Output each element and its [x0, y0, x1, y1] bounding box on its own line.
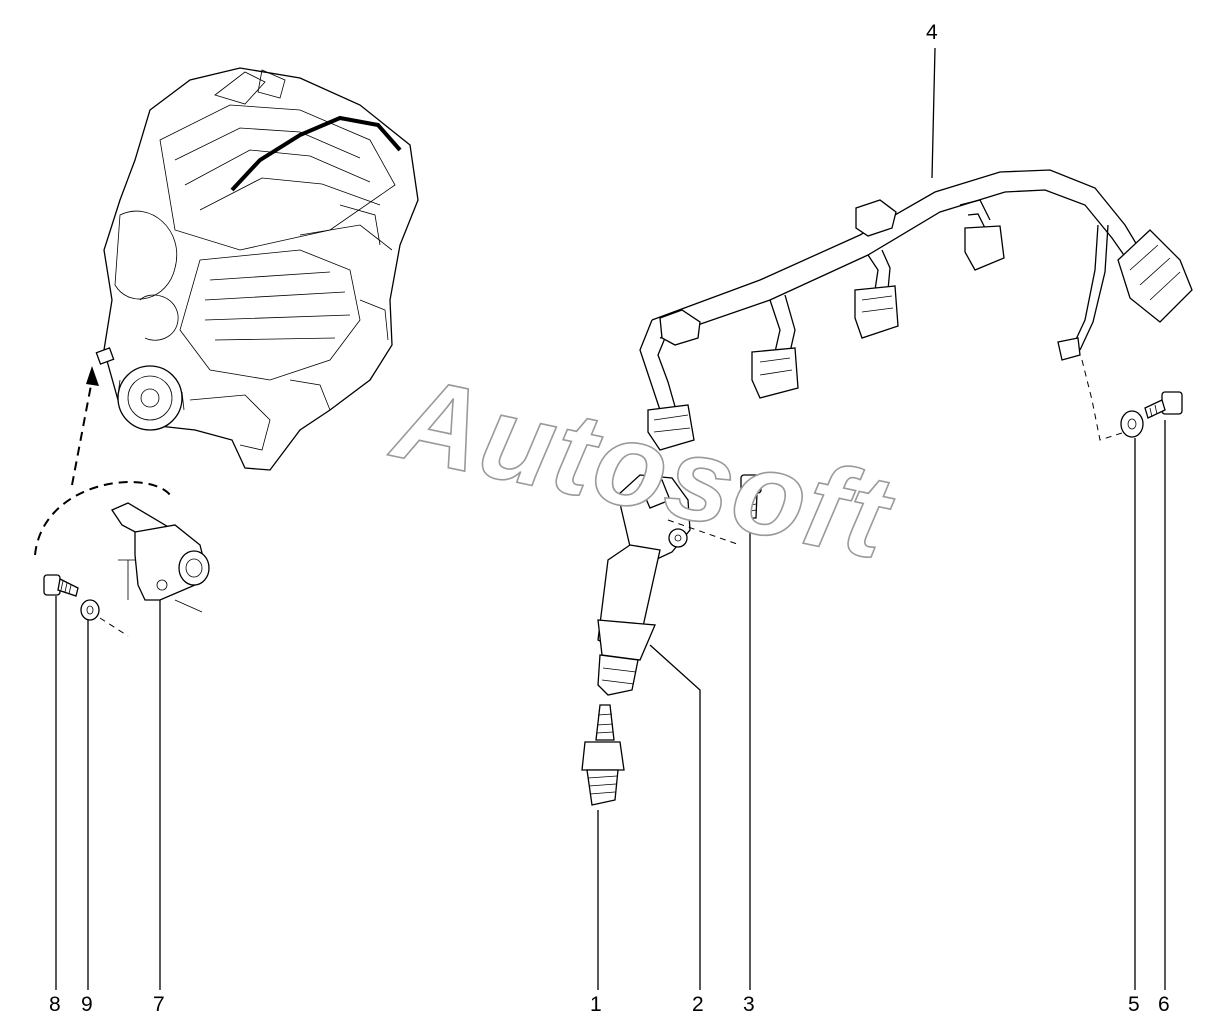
leader-2 — [649, 644, 701, 990]
sensor-bolt — [43, 574, 79, 597]
sensor-hidden-line — [174, 599, 203, 613]
callout-3: 3 — [743, 993, 755, 1016]
callout-6: 6 — [1158, 993, 1170, 1016]
callout-7: 7 — [153, 993, 165, 1016]
coil-bolt — [740, 474, 762, 519]
ignition-coil — [597, 474, 691, 696]
callout-4: 4 — [926, 21, 938, 44]
callout-5: 5 — [1128, 993, 1140, 1016]
ground-bolt — [1144, 391, 1183, 419]
callout-1: 1 — [590, 993, 602, 1016]
engine-assembly — [95, 67, 419, 471]
install-arrow-line — [71, 379, 93, 486]
callout-9: 9 — [81, 993, 93, 1016]
washer-axis-line — [99, 617, 129, 637]
crankshaft-sensor — [111, 502, 210, 601]
ignition-wiring-harness — [639, 169, 1193, 451]
ground-washer — [1120, 410, 1144, 438]
spark-plug — [581, 704, 625, 806]
callout-2: 2 — [692, 993, 704, 1016]
ground-hidden-line — [1081, 359, 1126, 441]
coil-bolt-axis — [667, 519, 741, 546]
leader-4 — [931, 47, 936, 179]
leader-lines — [55, 47, 1166, 990]
callout-8: 8 — [49, 993, 61, 1016]
sensor-washer — [80, 599, 100, 621]
sensor-group-arc — [34, 480, 171, 556]
install-arrow-head — [86, 366, 99, 386]
